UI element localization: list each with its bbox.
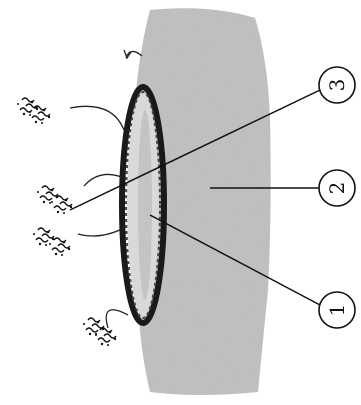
organism-cluster-2b — [50, 195, 73, 215]
filament-low — [105, 309, 129, 329]
leader-line-3 — [69, 89, 321, 211]
filament-upper — [69, 105, 125, 131]
filament-mid-b — [77, 227, 125, 237]
cavity-wall — [119, 84, 167, 326]
organism-cluster-3b — [48, 237, 71, 257]
leader-line-1 — [149, 214, 321, 306]
callout-1: 1 — [318, 291, 356, 329]
callout-2-label: 2 — [325, 182, 349, 195]
cavity-core — [138, 110, 152, 300]
organism-cluster-1b — [28, 105, 51, 125]
filament-mid-a — [83, 173, 125, 187]
tissue-texture — [132, 8, 271, 395]
callout-2: 2 — [318, 169, 356, 207]
callout-1-label: 1 — [325, 304, 349, 317]
callout-3: 3 — [318, 66, 356, 104]
organism-cluster-3 — [32, 227, 55, 247]
callout-3-label: 3 — [325, 79, 349, 92]
organism-cluster-4 — [82, 317, 105, 337]
organism-cluster-2 — [36, 185, 59, 205]
arrowhead-top — [123, 49, 132, 60]
